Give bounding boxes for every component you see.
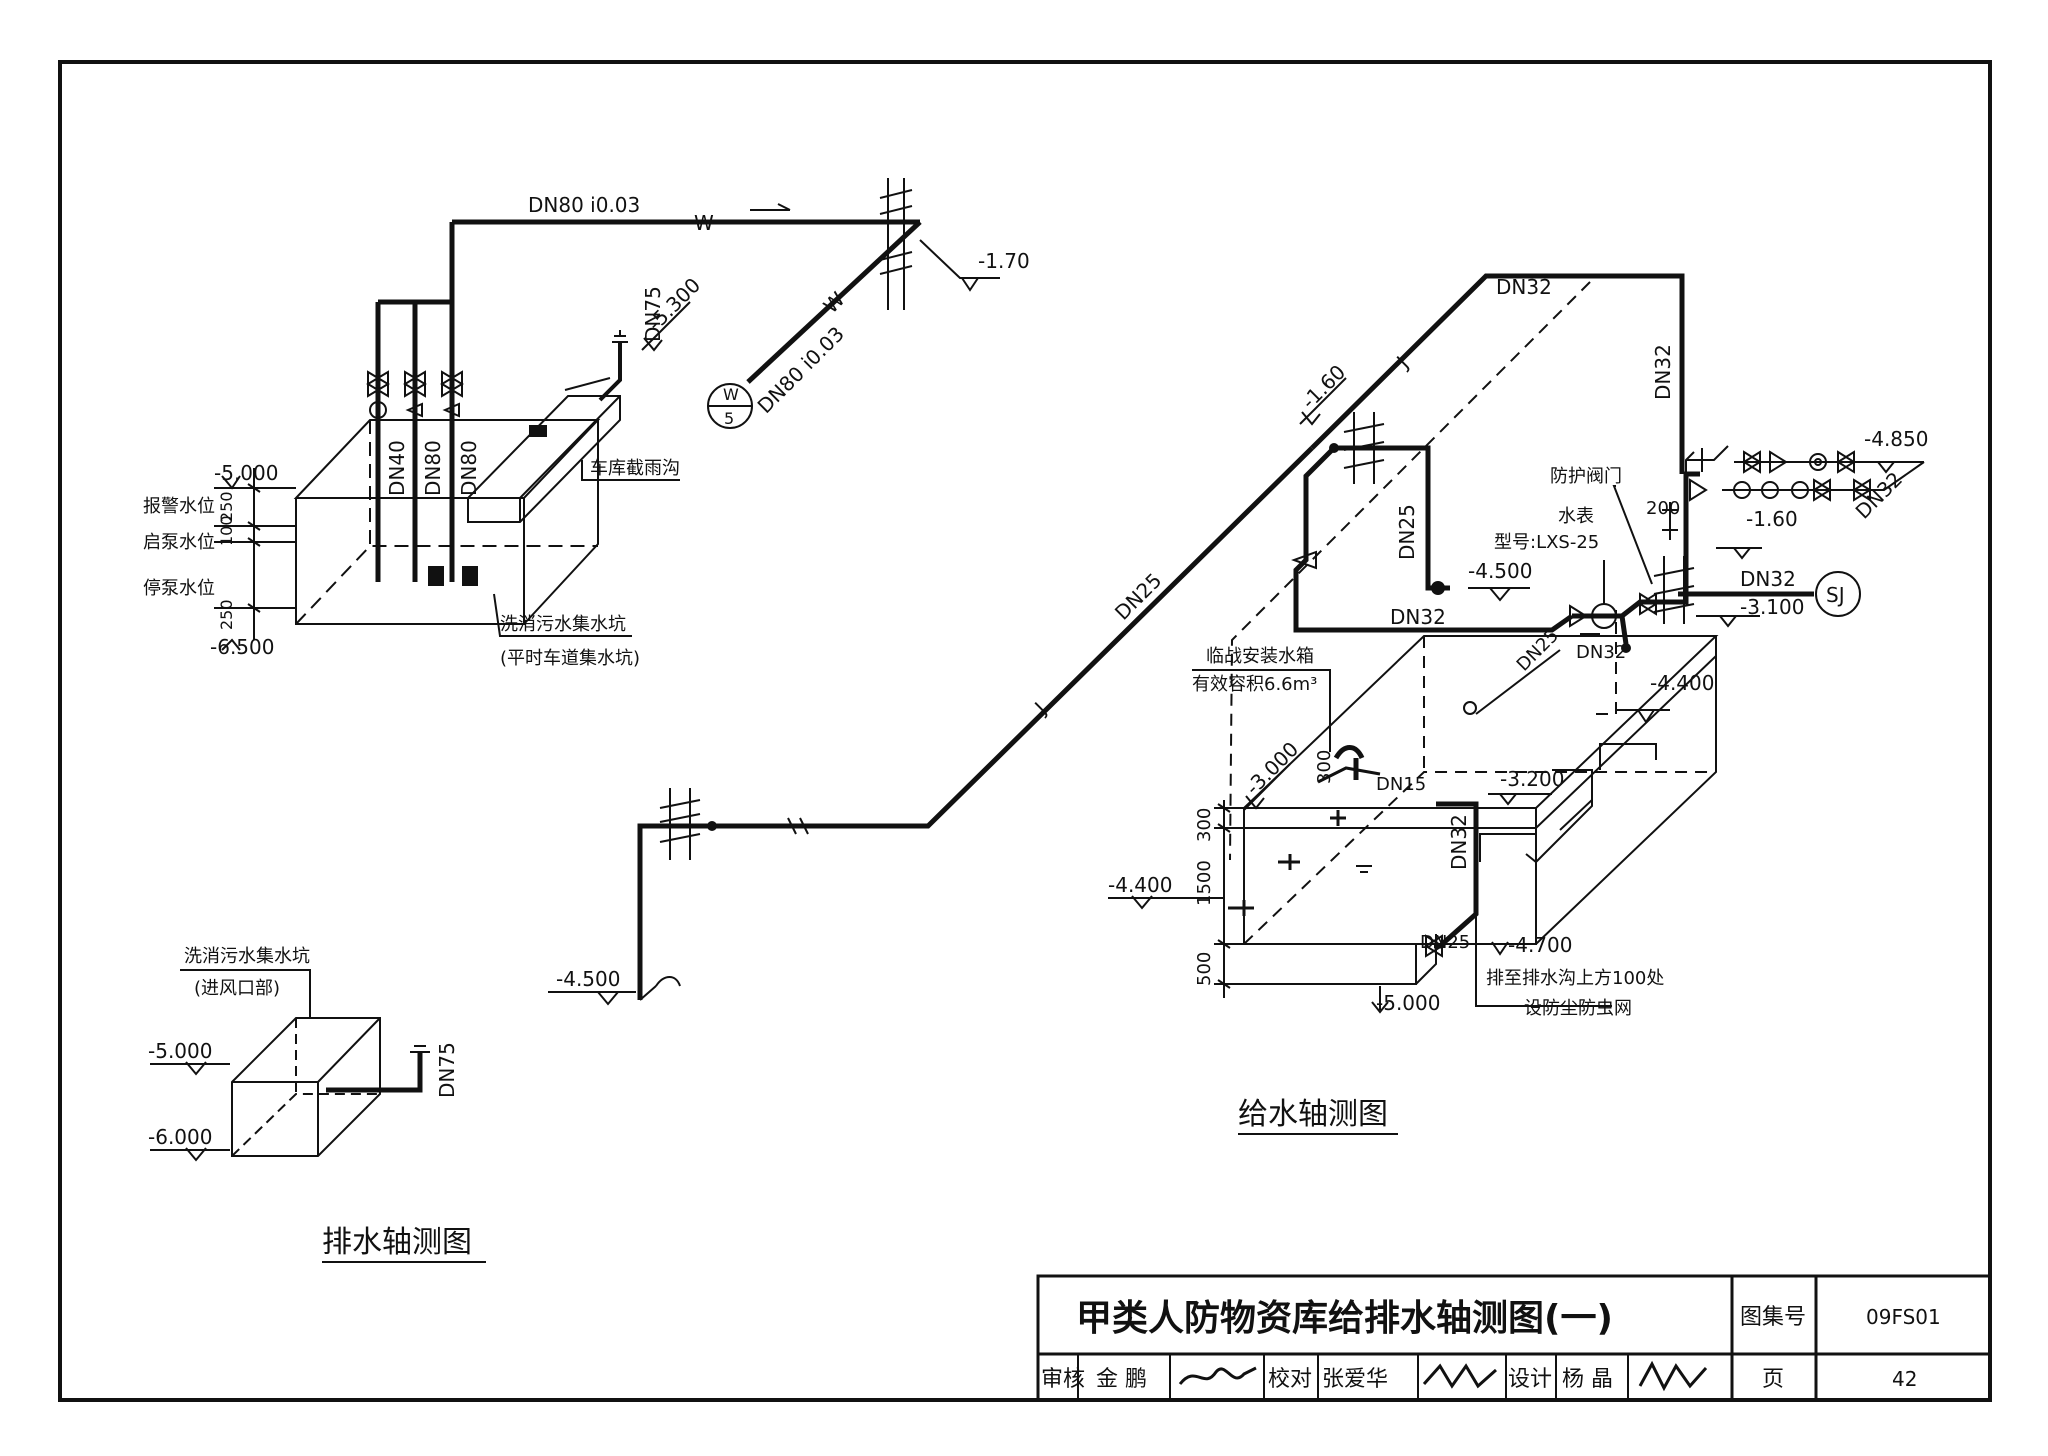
page-label: 页 — [1762, 1367, 1784, 1392]
pit2-vent-label: DN75 — [435, 1042, 459, 1098]
elev-4-500b: -4.500 — [556, 967, 620, 991]
checker-name: 张爱华 — [1322, 1367, 1388, 1392]
drawing-title: 甲类人防物资库给排水轴测图(一) — [1076, 1298, 1613, 1339]
supply-dn32-v2: DN32 — [1447, 814, 1471, 870]
elev-1-60a: -1.60 — [1297, 360, 1351, 414]
dim-500: 500 — [1194, 952, 1215, 986]
dn15-label: DN15 — [1376, 774, 1426, 795]
elev-4-400a: -4.400 — [1108, 873, 1172, 897]
supply-dn32-sj: DN32 — [1740, 567, 1796, 591]
title-block — [1036, 1274, 1992, 1402]
dim-300a: 300 — [1314, 750, 1335, 784]
elev-1-70: -1.70 — [978, 249, 1030, 273]
sheet-border — [58, 60, 1992, 1402]
elev-4-700: -4.700 — [1508, 933, 1572, 957]
pump-2 — [462, 566, 478, 586]
design-label: 设计 — [1508, 1367, 1552, 1392]
tank-name: 临战安装水箱 — [1206, 646, 1314, 667]
stop-pump-level-label: 停泵水位 — [143, 578, 215, 599]
dim-250a: 250 — [217, 491, 236, 522]
alarm-level-label: 报警水位 — [143, 496, 215, 517]
drainage-isometric: DN80 i0.03 W -1.70 W DN80 i0.03 W 5 — [143, 178, 1030, 1263]
sump-name: 洗消污水集水坑 — [500, 614, 626, 635]
elev-5-000: -5.000 — [1376, 991, 1440, 1015]
designer-signature — [1638, 1360, 1708, 1392]
dim-1500: 1500 — [1194, 860, 1215, 906]
protective-valve — [1638, 592, 1658, 616]
dim-250b: 250 — [217, 599, 236, 630]
supply-dn32-right: DN32 — [1651, 344, 1675, 400]
riser-dn80b-label: DN80 — [457, 440, 481, 496]
valve-label: 防护阀门 — [1550, 466, 1622, 487]
checker-signature — [1422, 1363, 1497, 1389]
elev-3-000: -3.000 — [1241, 737, 1304, 800]
supply-dn32-r2: DN32 — [1851, 467, 1907, 523]
atlas-label: 图集号 — [1740, 1305, 1806, 1330]
designer-name: 杨 晶 — [1562, 1367, 1613, 1392]
supply-dn32-top: DN32 — [1496, 275, 1552, 299]
check-label: 校对 — [1268, 1367, 1312, 1392]
sump-box — [293, 419, 601, 625]
elev-5-000: -5.000 — [214, 461, 278, 485]
wall-crossing-lower — [659, 788, 701, 860]
pit2-elev-bot: -6.000 — [148, 1125, 212, 1149]
reviewer-signature — [1178, 1366, 1257, 1385]
dim-100: 100 — [217, 515, 236, 546]
vent-dn75-label: DN75 — [641, 286, 665, 342]
supply-dn25-drain: DN25 — [1420, 932, 1470, 953]
riser-dn80a-label: DN80 — [421, 440, 445, 496]
outlet-number: 5 — [724, 409, 734, 428]
outlet-letter: W — [723, 385, 739, 404]
meter-model: 型号:LXS-25 — [1494, 532, 1599, 553]
pump-1 — [428, 566, 444, 586]
supply-caption: 给水轴测图 — [1238, 1097, 1388, 1132]
reviewer-name: 金 鹏 — [1096, 1367, 1147, 1392]
review-label: 审核 — [1041, 1367, 1085, 1392]
elev-4-400b: -4.400 — [1650, 671, 1714, 695]
elev-4-500a: -4.500 — [1468, 559, 1532, 583]
supply-dn32-h: DN32 — [1390, 605, 1446, 629]
atlas-number: 09FS01 — [1866, 1305, 1941, 1329]
drain-valve — [1424, 914, 1612, 1007]
pit2-note: (进风口部) — [194, 978, 280, 999]
riser-valves — [366, 370, 464, 419]
supply-dn32-in: DN32 — [1576, 642, 1626, 663]
pit2-name: 洗消污水集水坑 — [184, 946, 310, 967]
trench-label: 车库截雨沟 — [590, 458, 680, 479]
elev-4-850: -4.850 — [1864, 427, 1928, 451]
elev-3-100: -3.100 — [1740, 595, 1804, 619]
tank-dimensions — [1108, 800, 1244, 998]
drain-w1-label: W — [694, 211, 714, 235]
sj-label: SJ — [1826, 583, 1845, 607]
start-pump-level-label: 启泵水位 — [143, 532, 215, 553]
water-levels — [214, 468, 296, 651]
sump-note: (平时车道集水坑) — [500, 648, 640, 669]
drain-note-1: 排至排水沟上方100处 — [1486, 968, 1664, 989]
wall-crossing-right — [1653, 556, 1695, 624]
wall-crossing-upper — [1343, 412, 1385, 484]
elev-1-60b: -1.60 — [1746, 507, 1798, 531]
pit-intake — [150, 969, 381, 1162]
drainage-caption: 排水轴测图 — [322, 1225, 472, 1260]
tank-volume: 有效容积6.6m³ — [1192, 674, 1317, 695]
page-number: 42 — [1892, 1367, 1917, 1391]
water-tank — [1241, 635, 1719, 945]
drain-top-pipe-label: DN80 i0.03 — [528, 193, 640, 217]
riser-dn40-label: DN40 — [385, 440, 409, 496]
dim-200: 200 — [1646, 498, 1680, 519]
meter-label: 水表 — [1558, 506, 1594, 527]
sj-symbol — [1815, 571, 1861, 617]
elev-6-500: -6.500 — [210, 635, 274, 659]
drain-note-2: 设防尘防虫网 — [1524, 998, 1632, 1019]
garage-rain-trench — [467, 377, 621, 523]
dim-300b: 300 — [1194, 808, 1215, 842]
valve-group — [1685, 445, 1925, 502]
supply-dn25-vert: DN25 — [1395, 504, 1419, 560]
wall-crossing: -1.70 — [879, 178, 1030, 310]
pit2-elev-top: -5.000 — [148, 1039, 212, 1063]
elev-3-200: -3.200 — [1500, 767, 1564, 791]
